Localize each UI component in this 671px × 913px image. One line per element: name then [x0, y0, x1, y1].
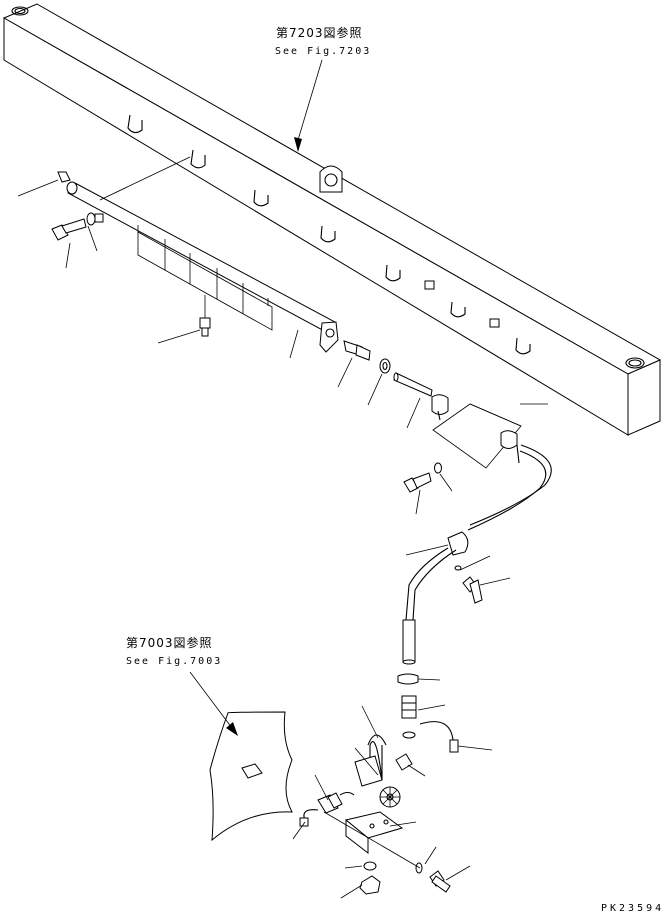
bolt-left [51, 212, 96, 241]
bolt-hose [454, 565, 483, 604]
connector-fittings [343, 340, 391, 374]
lube-bar [57, 171, 339, 353]
hose [402, 444, 552, 665]
grease-nipple [199, 295, 211, 337]
pin [393, 372, 433, 397]
bottom-ref-en: See Fig.7003 [126, 656, 222, 667]
leader-lines [17, 59, 548, 899]
beam-clips [127, 114, 531, 355]
clamp-bracket [431, 394, 522, 469]
top-ref-jp: 第7203図参照 [276, 25, 363, 40]
lifting-eye [319, 165, 343, 193]
bolt-clamp [403, 462, 442, 493]
lower-frame [209, 711, 293, 842]
label-plate [137, 225, 273, 331]
bottom-ref-jp: 第7003図参照 [126, 635, 213, 650]
drawing-code: PK23594 [601, 903, 664, 913]
top-ref-en: See Fig.7203 [275, 46, 371, 57]
